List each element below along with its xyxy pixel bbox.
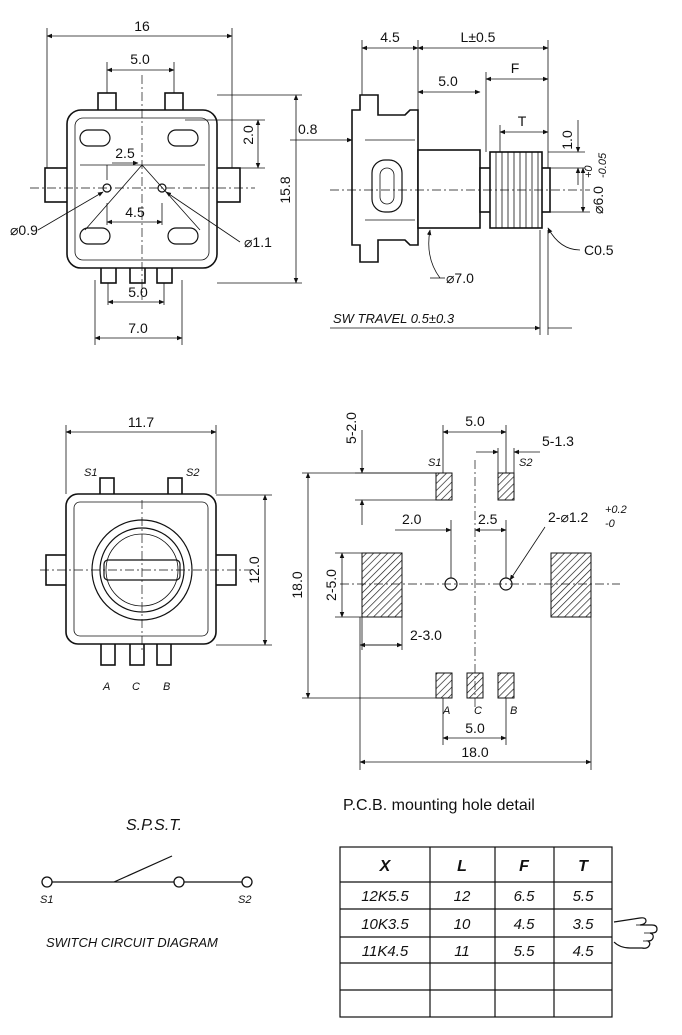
pcb-pad-s2 [497,472,515,501]
dim-pcb-5-1-3: 5-1.3 [542,433,574,449]
front-clip-br [167,227,199,245]
dim-pcb-5-2-0: 5-2.0 [343,412,359,444]
table-cell: 11K4.5 [362,943,409,960]
dim-side-5-0: 5.0 [438,73,458,89]
pointing-hand-icon [613,917,658,949]
side-slot [371,159,403,213]
dim-pcb-2-5-0: 2-5.0 [323,569,339,601]
table-cell: 3.5 [573,916,595,933]
front-clip-bl [79,227,111,245]
table-cell: 11 [454,943,470,960]
dim-front-right-2-0: 2.0 [240,125,256,145]
dim-side-l: L±0.5 [461,29,496,45]
dim-side-4-5: 4.5 [380,29,400,45]
table-header-f: F [519,858,530,875]
dim-side-1-0: 1.0 [559,130,575,150]
pcb-label-c: C [474,705,482,717]
pcb-pad-left [361,552,403,618]
pcb-pad-a [435,672,453,699]
front-clip-tl [79,129,111,147]
side-housing [351,94,419,263]
table-cell: 12 [454,888,471,905]
pcb-caption: P.C.B. mounting hole detail [343,797,535,814]
bottom-pin-b [156,642,172,666]
dim-bottom-width: 11.7 [128,414,154,430]
switch-terminal-s2 [241,876,253,888]
table-cell: 6.5 [514,888,536,905]
dim-front-width: 16 [134,18,150,34]
pcb-label-b: B [510,705,517,717]
dim-front-bottom-7: 7.0 [128,320,148,336]
dim-front-tab-0-9: ⌀0.9 [10,222,38,238]
table-cell: 5.5 [573,888,595,905]
bottom-label-b: B [163,681,170,693]
dim-side-6-0-tol-top: +0 [583,165,595,178]
switch-label-s1: S1 [40,894,53,906]
bottom-pin-c [129,642,145,666]
dim-front-hole-2-5: 2.5 [115,145,135,161]
switch-contact [173,876,185,888]
pcb-label-s1: S1 [428,457,441,469]
pcb-pad-right [550,552,592,618]
dim-front-hole-4-5: 4.5 [125,204,145,220]
dim-side-c0-5: C0.5 [584,242,614,258]
dim-side-t: T [518,113,527,129]
switch-label-s2: S2 [238,894,251,906]
pcb-label-s2: S2 [519,457,532,469]
table-cell: 5.5 [514,943,536,960]
dim-side-f: F [511,60,520,76]
front-clip-tr [167,129,199,147]
table-cell: 12K5.5 [361,888,409,905]
dim-pcb-hole: 2-⌀1.2 [548,509,589,525]
bottom-pin-a [100,642,116,666]
dim-side-7-0: ⌀7.0 [446,270,474,286]
dim-pcb-18-0-left: 18.0 [289,571,305,598]
bottom-label-a: A [102,681,110,693]
dim-pcb-2-0: 2.0 [402,511,422,527]
dim-pcb-2-3-0: 2-3.0 [410,627,442,643]
side-view: 4.5 L±0.5 F 5.0 T 1.0 ⌀6.0 +0 -0.05 0.8 … [290,29,614,335]
dim-side-6-0-tol-bot: -0.05 [597,152,609,178]
dim-side-0-8: 0.8 [298,121,318,137]
spec-table: X L F T 12K5.5 12 6.5 5.5 10K3.5 10 4.5 … [339,846,658,1018]
table-header-t: T [578,858,589,875]
dim-front-hole-1-1: ⌀1.1 [244,234,272,250]
pcb-pad-b [497,672,515,699]
dim-pcb-5-0-bottom: 5.0 [465,720,485,736]
table-cell: 4.5 [514,916,536,933]
table-cell: 4.5 [573,943,595,960]
bottom-housing [65,493,217,645]
switch-diagram: S.P.S.T. S1 S2 SWITCH CIRCUIT DIAGRAM [40,817,253,950]
pcb-pad-s1 [435,472,453,501]
table-cell: 10K3.5 [361,916,409,933]
dim-pcb-18-0-bottom: 18.0 [461,744,488,760]
front-hole-left [102,183,112,193]
dim-side-6-0: ⌀6.0 [590,186,606,214]
front-hole-right [157,183,167,193]
bottom-view: 11.7 12.0 S1 S2 A C B [40,414,272,693]
dim-pcb-2-5: 2.5 [478,511,498,527]
side-bushing [417,149,481,229]
bottom-label-s1: S1 [84,467,97,479]
table-cell: 10 [454,916,471,933]
pcb-label-a: A [442,705,450,717]
switch-terminal-s1 [41,876,53,888]
bottom-label-c: C [132,681,140,693]
switch-caption: SWITCH CIRCUIT DIAGRAM [46,935,218,950]
dim-front-bottom-pins: 5.0 [128,284,148,300]
table-header-x: X [379,858,392,875]
table-header-l: L [457,858,467,875]
dim-pcb-hole-tol-bot: -0 [605,518,616,530]
dim-pcb-5-0-top: 5.0 [465,413,485,429]
dim-front-height: 15.8 [277,176,293,203]
front-view: 16 5.0 2.5 4.5 ⌀0.9 ⌀1.1 2.0 15.8 5.0 [10,18,302,345]
dim-front-top-pins: 5.0 [130,51,150,67]
bottom-label-s2: S2 [186,467,199,479]
sw-travel-label: SW TRAVEL 0.5±0.3 [333,311,455,326]
switch-title: S.P.S.T. [126,817,182,834]
dim-pcb-hole-tol-top: +0.2 [605,504,627,516]
dim-bottom-height: 12.0 [246,556,262,583]
pcb-detail: 5-2.0 5.0 5-1.3 2.0 2.5 2-⌀1.2 +0.2 -0 1… [289,412,627,814]
